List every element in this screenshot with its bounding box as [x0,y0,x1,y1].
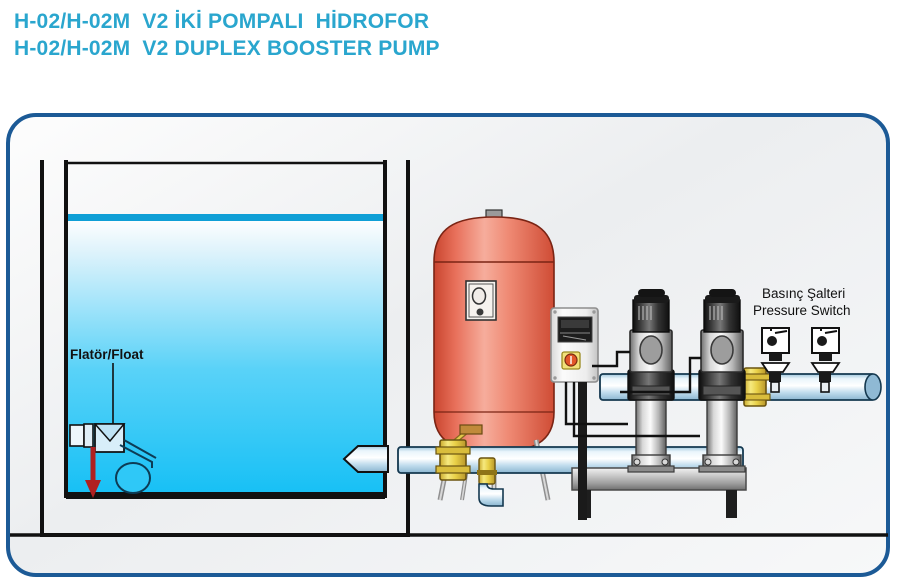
tank-suction-outlet [342,445,389,473]
panel-support-post [578,382,587,520]
control-wiring [564,350,701,438]
float-ball [115,462,151,494]
float-level-switch [69,363,157,498]
drain-valve[interactable] [477,457,504,507]
electrical-control-panel[interactable] [550,307,599,383]
suction-isolation-valve[interactable] [435,439,471,481]
water-surface-line [68,214,383,221]
pressure-switch-2[interactable] [810,327,841,393]
water-storage-tank [40,160,410,537]
vertical-multistage-pump-2 [698,289,746,473]
pressure-switch-1[interactable] [760,327,791,393]
pump-base-frame [571,467,747,518]
page-title: H-02/H-02M V2 İKİ POMPALI HİDROFOR H-02/… [14,8,440,62]
flow-arrow-down [85,480,101,498]
title-line-english: H-02/H-02M V2 DUPLEX BOOSTER PUMP [14,37,440,60]
pressure-switch-label-english: Pressure Switch [753,303,851,318]
vertical-multistage-pump-1 [627,289,675,473]
tank-floor [66,492,385,499]
pressure-switch-label-turkish: Basınç Şalteri [762,286,846,301]
manifold-open-end [864,373,882,401]
title-line-turkish: H-02/H-02M V2 İKİ POMPALI HİDROFOR [14,10,430,33]
float-switch-label: Flatör/Float [70,347,144,362]
